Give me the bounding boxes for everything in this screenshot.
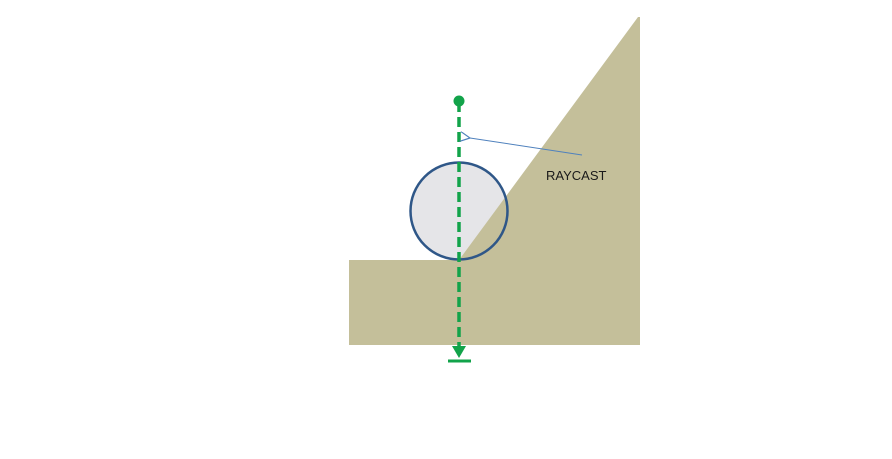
label-pointer-arrow [470, 138, 583, 156]
ground-terrain [349, 17, 640, 345]
ray-origin-dot [453, 95, 465, 107]
ray-arrowhead [452, 346, 466, 358]
raycast-label: RAYCAST [546, 168, 606, 183]
ray-end-bar [448, 359, 471, 363]
